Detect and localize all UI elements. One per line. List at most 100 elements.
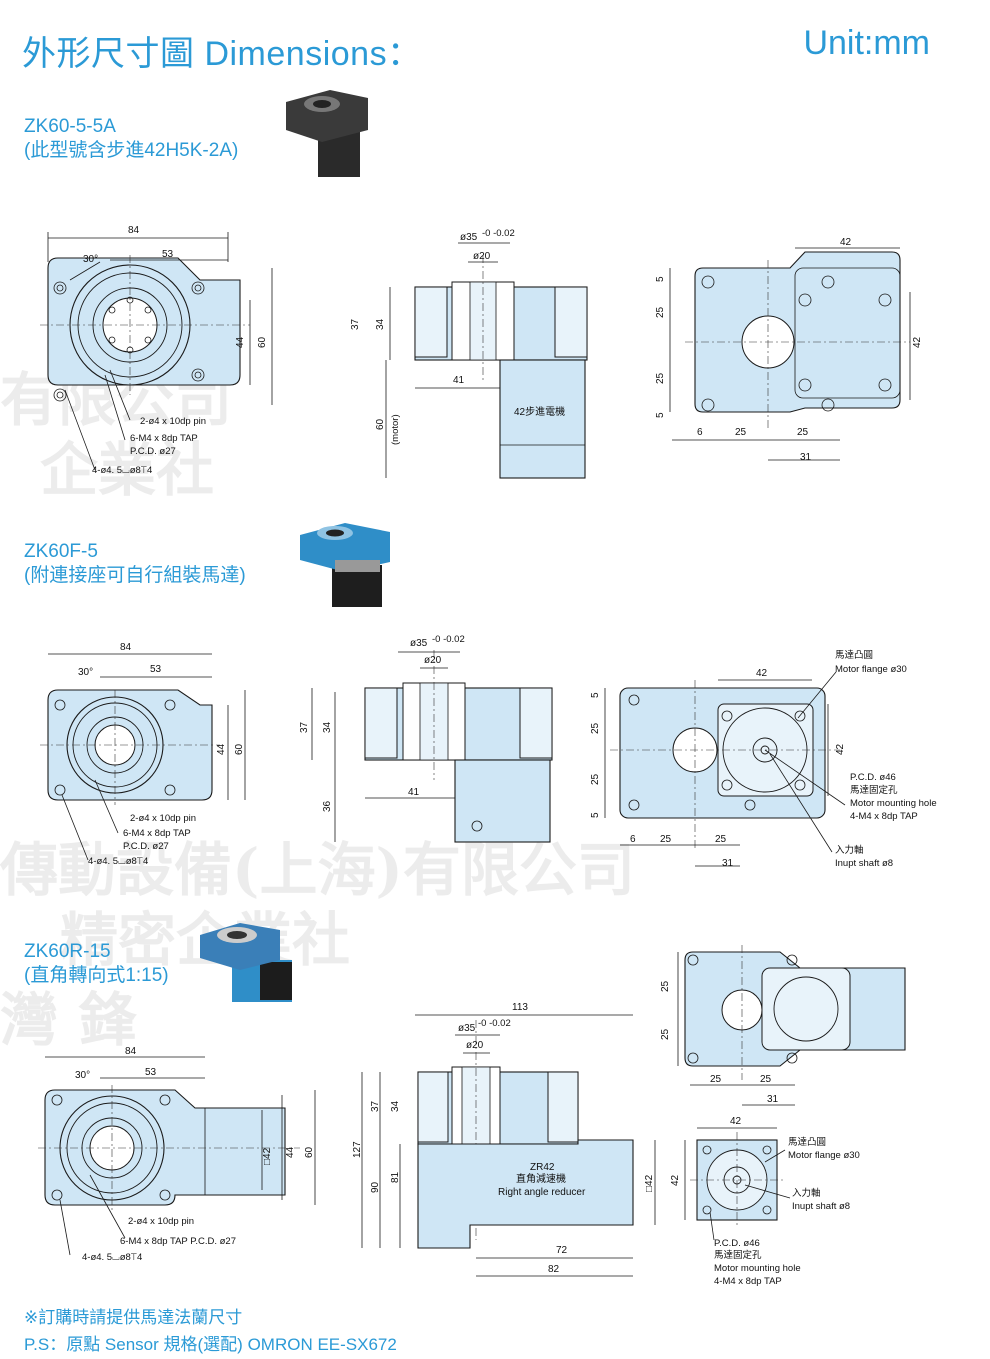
d3-tol: -0 -0.02	[478, 1018, 511, 1029]
d2-top-25a: 25	[590, 722, 601, 734]
d3-mtap: 4-M4 x 8dp TAP	[714, 1276, 782, 1287]
d2-top-31: 31	[722, 858, 734, 869]
model-name-1: ZK60-5-5A	[24, 116, 116, 137]
d1-dim-41: 41	[453, 375, 465, 386]
d3-reducer1: ZR42	[530, 1162, 555, 1173]
model-note-3: (直角轉向式1:15)	[24, 965, 169, 986]
d1-top-5a: 5	[655, 276, 666, 282]
d2-tol: -0 -0.02	[432, 634, 465, 645]
d2-top-42b: 42	[835, 743, 846, 755]
d3-dim-84: 84	[125, 1046, 137, 1057]
d3-tap: 6-M4 x 8dp TAP P.C.D. ø27	[120, 1236, 236, 1247]
d1-tol: -0 -0.02	[482, 228, 515, 239]
drawing-2-front-view	[40, 653, 246, 861]
d1-dim-84: 84	[128, 225, 140, 236]
d3-dim-sq42b: □42	[644, 1174, 655, 1192]
model-name-2: ZK60F-5	[24, 541, 98, 562]
d1-top-25b: 25	[655, 372, 666, 384]
model-note-1: (此型號含步進42H5K-2A)	[24, 140, 239, 161]
model-block-1: ZK60-5-5A (此型號含步進42H5K-2A)	[24, 115, 238, 163]
d2-mhole-cn: 馬達固定孔	[850, 784, 898, 796]
d1-top-5b: 5	[655, 412, 666, 418]
d2-dim-53: 53	[150, 664, 162, 675]
d2-shaft-cn: 入力軸	[835, 844, 864, 856]
d3-top-42: 42	[730, 1116, 742, 1127]
drawing-1-side-view	[385, 242, 588, 479]
d3-mhole-cn: 馬達固定孔	[714, 1249, 762, 1261]
d3-dim-53: 53	[145, 1067, 157, 1078]
d2-shaft-en: Inupt shaft ø8	[835, 858, 893, 869]
d1-motor-label: 42步進電機	[514, 405, 565, 418]
d2-dim-35: ø35	[410, 638, 428, 649]
d1-dim-34: 34	[375, 318, 386, 330]
d3-dim-30: 30°	[75, 1070, 90, 1081]
d3-dim-81: 81	[390, 1171, 401, 1183]
d1-dim-44: 44	[235, 336, 246, 348]
d2-tap: 6-M4 x 8dp TAP	[123, 828, 191, 839]
d2-pcd: P.C.D. ø27	[123, 841, 169, 852]
d1-dim-30: 30°	[83, 254, 98, 265]
d2-top-5b: 5	[590, 812, 601, 818]
d3-reducer2: 直角減速機	[516, 1172, 566, 1185]
d2-top-5a: 5	[590, 692, 601, 698]
d3-top-25b: 25	[660, 1028, 671, 1040]
watermark: 有限公司 企業社 傳動設備(上海)有限公司 精密企業社 灣 鋒	[0, 366, 635, 1054]
d3-dim-20: ø20	[466, 1040, 484, 1051]
footer-note-2: P.S：原點 Sensor 規格(選配) OMRON EE-SX672	[24, 1335, 397, 1354]
d3-top-25d: 25	[760, 1074, 772, 1085]
d2-dim-36: 36	[322, 800, 333, 812]
d1-pcd: P.C.D. ø27	[130, 446, 176, 457]
d1-dim-60: 60	[257, 336, 268, 348]
drawing-1-top-view	[669, 247, 911, 461]
d2-dim-20: ø20	[424, 655, 442, 666]
d2-top-25b: 25	[590, 773, 601, 785]
d2-dim-30: 30°	[78, 667, 93, 678]
d3-dim-34: 34	[390, 1100, 401, 1112]
d2-pin: 2-ø4 x 10dp pin	[130, 813, 196, 824]
d1-dim-35: ø35	[460, 232, 478, 243]
d1-holes: 4-ø4. 5⌴ø8⊤4	[92, 465, 152, 476]
product-photo-3	[200, 923, 292, 1002]
drawing-3-front-view	[38, 1056, 316, 1256]
d2-top-25d: 25	[715, 834, 727, 845]
model-block-2: ZK60F-5 (附連接座可自行組裝馬達)	[24, 540, 246, 588]
d3-dim-113: 113	[512, 1002, 528, 1013]
d3-pin: 2-ø4 x 10dp pin	[128, 1216, 194, 1227]
d2-holes: 4-ø4. 5⌴ø8⊤4	[88, 856, 148, 867]
drawing-2-side-view	[311, 650, 553, 843]
d1-top-25d: 25	[797, 427, 809, 438]
d3-dim-60: 60	[304, 1146, 315, 1158]
product-photo-2	[300, 523, 390, 607]
d2-mhole-en: Motor mounting hole	[850, 798, 937, 809]
d1-dim-20: ø20	[473, 251, 491, 262]
d3-mhole-en: Motor mounting hole	[714, 1263, 801, 1274]
unit-label: Unit:mm	[803, 24, 930, 62]
drawing-1-front-view	[40, 232, 273, 471]
d1-dim-motor60: 60	[375, 418, 386, 430]
drawing-3-top-view	[677, 945, 906, 1241]
d2-pcd46: P.C.D. ø46	[850, 772, 896, 783]
d3-shaft-cn: 入力軸	[792, 1187, 821, 1199]
d1-top-25a: 25	[655, 306, 666, 318]
d2-flange-en: Motor flange ø30	[835, 664, 907, 675]
d2-mtap: 4-M4 x 8dp TAP	[850, 811, 918, 822]
watermark-line2: 企業社	[40, 436, 214, 504]
d1-top-42: 42	[840, 237, 852, 248]
drawing-3-side-view	[361, 1014, 656, 1277]
d3-flange-en: Motor flange ø30	[788, 1150, 860, 1161]
d3-dim-127: 127	[352, 1141, 363, 1158]
product-photo-1	[286, 90, 368, 177]
d3-top-42v: 42	[670, 1174, 681, 1186]
d2-dim-34: 34	[322, 721, 333, 733]
d1-dim-53: 53	[162, 249, 174, 260]
model-block-3: ZK60R-15 (直角轉向式1:15)	[24, 940, 169, 988]
d2-top-25c: 25	[660, 834, 672, 845]
d3-top-25c: 25	[710, 1074, 722, 1085]
d3-dim-82: 82	[548, 1264, 560, 1275]
d2-top-42: 42	[756, 668, 768, 679]
d3-dim-35: ø35	[458, 1023, 476, 1034]
d3-shaft-en: Inupt shaft ø8	[792, 1201, 850, 1212]
drawing-2-top-view	[604, 671, 846, 867]
d3-dim-44: 44	[285, 1146, 296, 1158]
d3-top-25a: 25	[660, 980, 671, 992]
